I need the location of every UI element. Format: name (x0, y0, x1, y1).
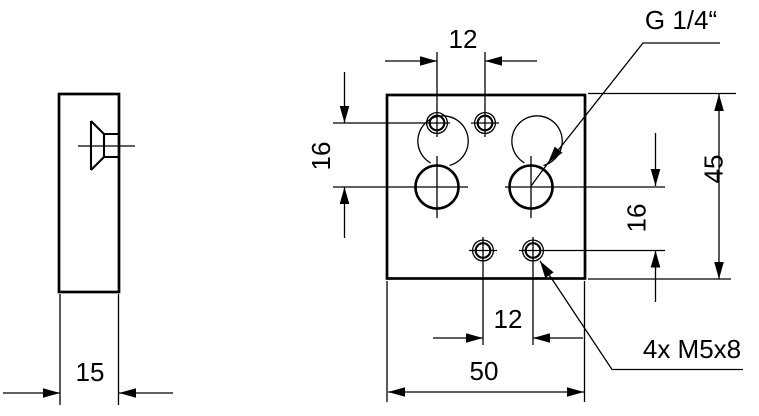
callout-thread-g14: G 1/4“ (530, 5, 720, 187)
side-view-outline (57, 92, 121, 294)
dimension-45: 45 (588, 92, 736, 280)
dim-right-16-arrow-bottom (650, 250, 661, 268)
g14-thread-left (417, 115, 469, 167)
dim-left-16-arrow-bottom (339, 187, 350, 204)
countersink-taper-bottom (90, 156, 105, 171)
callout-m5-label: 4x M5x8 (643, 334, 741, 364)
dim-left-16-label: 16 (306, 142, 336, 171)
dimension-bottom-12: 12 (433, 304, 583, 343)
dim-top-12-arrow-left (420, 56, 437, 66)
dimension-50: 50 (386, 281, 586, 402)
callout-mounting-m5: 4x M5x8 (539, 260, 743, 371)
callout-g14-label: G 1/4“ (645, 5, 717, 35)
dimension-right-16: 16 (622, 133, 661, 302)
dim-50-label: 50 (470, 356, 499, 386)
dim-45-extension-lines (588, 92, 736, 280)
dimension-top-12: 12 (385, 24, 537, 66)
dim-50-arrow-left (388, 387, 405, 397)
dim-right-16-label: 16 (622, 204, 652, 233)
m5-hole-top-left (428, 114, 446, 132)
dim-15-label: 15 (76, 357, 105, 387)
dim-top-12-arrow-right (485, 56, 502, 66)
dim-bottom-12-label: 12 (494, 304, 523, 334)
dim-15-arrow-right (119, 388, 136, 398)
callout-g14-arrowhead (548, 146, 563, 163)
dim-50-arrow-right (567, 387, 584, 397)
dim-45-arrow-top (714, 94, 724, 111)
dim-top-12-label: 12 (449, 24, 478, 54)
dim-bottom-12-arrow-right (533, 333, 550, 343)
callout-m5-arrowhead (540, 261, 554, 278)
dimension-15: 15 (3, 294, 173, 405)
m5-thread-top-left (425, 111, 449, 135)
dim-45-arrow-bottom (714, 262, 724, 279)
countersink-taper-top (90, 120, 105, 135)
dim-50-extension-lines (386, 281, 586, 402)
countersink-hole-icon (78, 120, 135, 171)
dim-bottom-12-arrow-left (466, 333, 483, 343)
m5-thread-bottom-left (471, 239, 495, 262)
m5-hole-bottom-left (474, 242, 492, 259)
dim-45-label: 45 (699, 155, 729, 184)
callout-g14-leader (530, 42, 720, 187)
dimension-left-16: 16 (306, 72, 350, 238)
dim-15-extension-lines (59, 294, 120, 405)
dim-left-16-arrow-top (339, 106, 350, 123)
m5-hole-bottom-right (524, 242, 542, 259)
g14-port-right (508, 164, 554, 210)
dim-right-16-arrow-top (650, 169, 661, 186)
callout-m5-leader (539, 260, 743, 371)
m5-hole-top-right (476, 114, 494, 132)
side-view: 15 (3, 92, 173, 405)
g14-port-left (414, 164, 460, 210)
front-view: 12 12 50 45 16 (306, 5, 743, 402)
g14-ports (414, 115, 563, 210)
m5-thread-bottom-right (521, 239, 545, 262)
m5-thread-top-right (473, 111, 497, 135)
m5-holes (425, 111, 545, 262)
dim-15-arrow-left (43, 388, 60, 398)
